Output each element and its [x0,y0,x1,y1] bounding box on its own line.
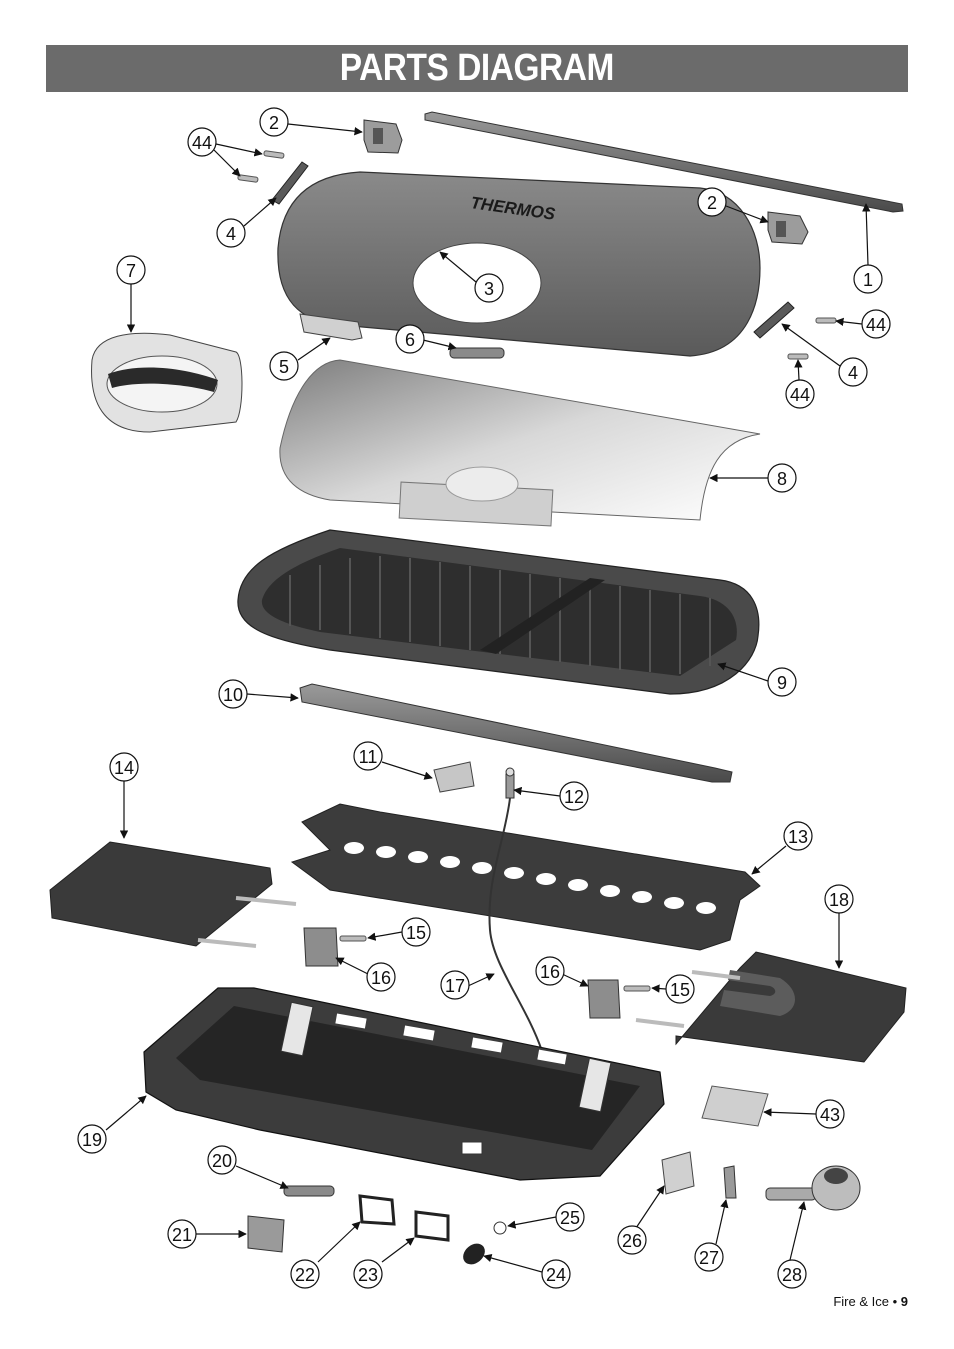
part-28-regulator [765,1165,861,1211]
callout-44-right-upper: 44 [866,315,886,335]
part-2-hinge-right [767,211,809,245]
part-21-clip [247,1215,285,1253]
part-18-side-table-right [635,951,907,1063]
callout-19: 19 [82,1130,102,1150]
part-44-screw-d [787,353,809,360]
part-27-clip [723,1165,737,1199]
part-15-screw-right [623,985,651,992]
callout-2-right: 2 [707,193,717,213]
footer-publication: Fire & Ice [833,1294,889,1309]
callout-43: 43 [820,1105,840,1125]
callout-14: 14 [114,758,134,778]
callout-4-right: 4 [848,363,858,383]
part-9-grill-grate [237,529,760,695]
callout-18: 18 [829,890,849,910]
part-44-screw-c [815,317,837,324]
callout-24: 24 [546,1265,566,1285]
part-25-washer [493,1221,507,1235]
callout-12: 12 [564,787,584,807]
callout-11: 11 [359,747,378,767]
callout-9: 9 [777,673,787,693]
footer-separator: • [892,1294,898,1309]
part-1-rod [424,111,904,213]
part-12-electrode [505,767,515,799]
callout-26: 26 [622,1231,642,1251]
part-43-plate [701,1085,769,1127]
callout-5: 5 [279,357,289,377]
callout-16-left: 16 [371,968,391,988]
callout-6: 6 [405,330,415,350]
callout-circles [77,107,891,1289]
callout-3: 3 [484,279,494,299]
part-6-pin [449,347,505,359]
callout-44-top: 44 [192,133,212,153]
footer-page-number: 9 [900,1294,908,1309]
part-14-side-table-left [49,841,297,948]
callout-23: 23 [358,1265,378,1285]
callout-21: 21 [172,1225,192,1245]
callout-44-right-lower: 44 [790,385,810,405]
part-10-burner [299,683,733,783]
part-7-handle [91,332,243,433]
callout-7: 7 [126,261,136,281]
part-16-connector-left [303,927,339,967]
leader-lines [105,123,871,1273]
callout-8: 8 [777,469,787,489]
callout-25: 25 [560,1208,580,1228]
callout-1: 1 [863,270,873,290]
callout-15-left: 15 [406,923,426,943]
part-11-bracket [433,761,475,793]
part-4-bracket-right [753,301,795,339]
part-13-heat-plate [290,803,761,951]
callout-4-left: 4 [226,224,236,244]
part-44-screw-b [237,174,259,183]
part-5-latch [299,313,363,341]
callout-13: 13 [788,827,808,847]
callout-17: 17 [445,976,465,996]
part-4-bracket-left [271,161,309,205]
callout-10: 10 [223,685,243,705]
part-16-connector-right [587,979,621,1019]
part-23-clip [414,1210,450,1242]
callout-20: 20 [212,1151,232,1171]
callout-28: 28 [782,1265,802,1285]
page-title: PARTS DIAGRAM [339,47,615,89]
part-2-hinge-left [363,119,403,154]
part-24-knob [463,1243,485,1265]
callout-22: 22 [295,1265,315,1285]
callout-27: 27 [699,1248,719,1268]
title-bar: PARTS DIAGRAM [46,45,908,92]
part-19-firebox [143,987,665,1181]
part-8-heat-shield [279,359,761,527]
callout-15-right: 15 [670,980,690,1000]
part-15-screw-left [339,935,367,942]
part-26-bracket [661,1151,695,1195]
part-44-screw-a [263,150,285,159]
callout-2-left: 2 [269,113,279,133]
part-22-clip [358,1194,396,1226]
page-footer: Fire & Ice • 9 [833,1294,908,1309]
part-20-pin [283,1185,335,1197]
callout-16-right: 16 [540,962,560,982]
